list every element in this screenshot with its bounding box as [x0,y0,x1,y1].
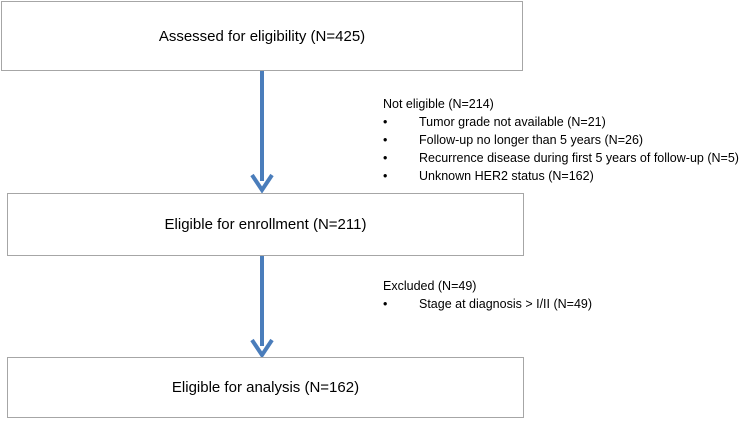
bullet-icon: • [383,169,388,183]
excluded-list: • Stage at diagnosis > I/II (N=49) [383,295,592,313]
analysis-label: Eligible for analysis (N=162) [171,379,360,396]
not-eligible-heading: Not eligible (N=214) [383,97,494,111]
assessed-box: Assessed for eligibility (N=425) [1,1,523,71]
analysis-box: Eligible for analysis (N=162) [7,357,524,418]
bullet-icon: • [383,133,388,147]
list-item: • Recurrence disease during first 5 year… [383,149,739,167]
bullet-icon: • [383,151,388,165]
not-eligible-list: • Tumor grade not available (N=21) • Fol… [383,113,739,185]
list-item: • Follow-up no longer than 5 years (N=26… [383,131,739,149]
excluded-note: Excluded (N=49) • Stage at diagnosis > I… [383,277,592,313]
bullet-icon: • [383,115,388,129]
list-item-text: Stage at diagnosis > I/II (N=49) [419,297,593,311]
enrollment-box: Eligible for enrollment (N=211) [7,193,524,256]
list-item-text: Unknown HER2 status (N=162) [419,169,594,183]
list-item-text: Tumor grade not available (N=21) [419,115,606,129]
list-item: • Tumor grade not available (N=21) [383,113,739,131]
list-item: • Unknown HER2 status (N=162) [383,167,739,185]
not-eligible-note: Not eligible (N=214) • Tumor grade not a… [383,95,739,185]
bullet-icon: • [383,297,388,311]
excluded-heading: Excluded (N=49) [383,279,477,293]
arrow-2 [250,256,274,359]
list-item-text: Recurrence disease during first 5 years … [419,151,739,165]
list-item: • Stage at diagnosis > I/II (N=49) [383,295,592,313]
assessed-label: Assessed for eligibility (N=425) [158,27,366,45]
enrollment-label: Eligible for enrollment (N=211) [164,216,367,233]
arrow-1 [250,71,274,194]
list-item-text: Follow-up no longer than 5 years (N=26) [419,133,644,147]
